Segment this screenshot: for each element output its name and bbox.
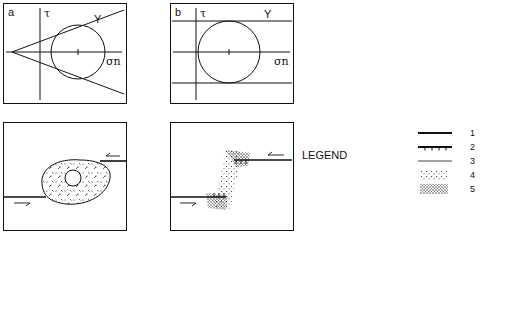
- legend-number: 3: [470, 157, 475, 166]
- legend-heading: LEGEND: [302, 150, 347, 161]
- slip-arrow: [106, 153, 120, 156]
- breccia-clast: [65, 170, 81, 186]
- panel-frame: [171, 123, 294, 231]
- panel-frame: [4, 4, 127, 104]
- legend-number: 5: [470, 185, 475, 194]
- dense-gouge: [226, 150, 250, 167]
- panel-letter: a: [8, 7, 14, 18]
- panel-frame: [171, 4, 294, 104]
- dense-gouge: [206, 193, 228, 210]
- yield-label: Y: [94, 14, 101, 25]
- slip-arrow: [268, 152, 284, 155]
- axis-label: τ: [200, 8, 206, 19]
- legend-sample-dense: [420, 184, 448, 194]
- fault-panels: [4, 123, 294, 231]
- legend-number: 1: [470, 129, 475, 138]
- legend-number: 2: [470, 143, 475, 152]
- legend-sample-thick: [418, 133, 452, 134]
- circle-center-tick: [78, 49, 79, 55]
- failure-envelope: [172, 21, 292, 22]
- fault-trace: [171, 196, 226, 198]
- panel-frame: [4, 123, 127, 231]
- mohr-circle: [51, 25, 105, 79]
- panel-letter: b: [175, 7, 181, 18]
- legend-sample-thin: [418, 161, 452, 162]
- fault-trace: [234, 159, 292, 161]
- fault-barbs: [214, 193, 224, 197]
- legend-samples: [418, 133, 452, 194]
- failure-envelope: [172, 83, 292, 84]
- slip-arrow: [180, 203, 196, 206]
- legend-number: 4: [470, 171, 475, 180]
- tau-axis: [196, 8, 197, 100]
- mohr-panels: [4, 4, 294, 104]
- mohr-circle: [198, 21, 260, 83]
- circle-center-tick: [229, 49, 230, 55]
- failure-envelope: [12, 52, 124, 94]
- legend-sample-barbed: [418, 147, 452, 151]
- slip-arrow: [14, 203, 30, 206]
- fault-trace: [100, 160, 126, 162]
- tau-axis: [40, 8, 41, 100]
- yield-label: Y: [264, 9, 271, 20]
- fault-trace: [4, 196, 46, 198]
- axis-label: τ: [44, 8, 50, 19]
- axis-label: σn: [274, 56, 289, 67]
- fault-barbs: [236, 160, 246, 164]
- sigma-axis: [173, 52, 290, 53]
- failure-envelope: [12, 10, 124, 52]
- breccia-zone: [42, 160, 110, 204]
- axis-label: σn: [106, 56, 121, 67]
- legend-sample-sparse: [420, 170, 448, 180]
